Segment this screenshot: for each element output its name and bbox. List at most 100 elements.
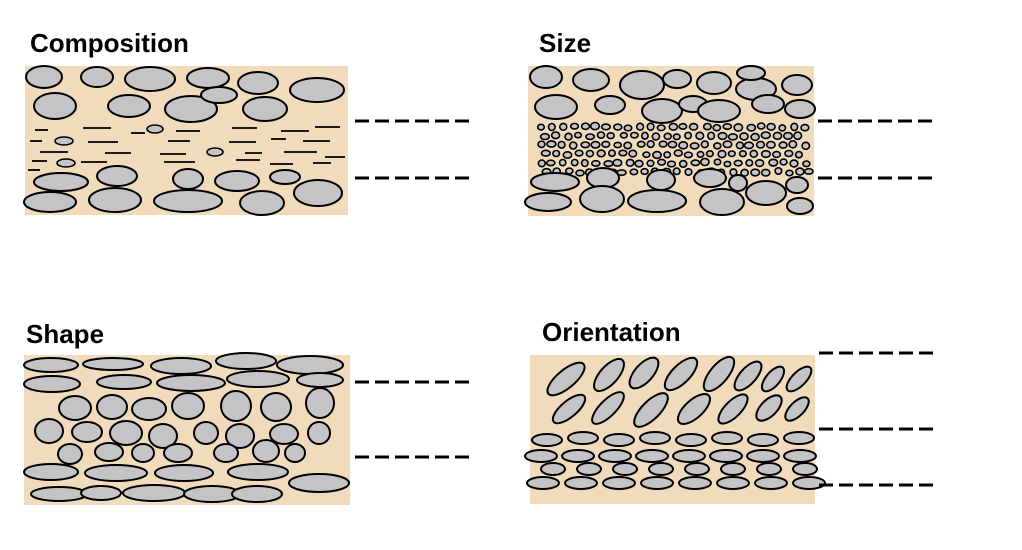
fine-grain xyxy=(590,159,601,167)
fine-grain xyxy=(603,160,614,168)
orientation-title: Orientation xyxy=(542,317,681,347)
fine-grain xyxy=(750,132,760,142)
fine-grain xyxy=(666,160,677,168)
flat-clast xyxy=(783,449,817,463)
fine-grain xyxy=(678,141,689,150)
fine-grain xyxy=(623,141,633,150)
fine-grain xyxy=(672,167,681,176)
fine-grain xyxy=(678,122,688,130)
flat-clast xyxy=(561,449,595,463)
flat-clast xyxy=(567,431,599,445)
fine-grain xyxy=(625,158,635,168)
flat-clast xyxy=(635,449,669,463)
fine-grain xyxy=(713,158,722,166)
fine-grain xyxy=(745,158,754,167)
fine-grain xyxy=(779,158,788,166)
fine-grain xyxy=(782,131,794,140)
fine-grain xyxy=(760,168,771,177)
orientation-flat-clasts xyxy=(524,431,826,490)
fine-grain xyxy=(658,140,668,148)
fine-grain xyxy=(684,131,693,140)
fine-grain xyxy=(684,168,693,177)
flat-clast xyxy=(754,476,788,490)
fine-grain xyxy=(713,142,722,150)
fine-grain xyxy=(569,122,580,130)
fine-grain xyxy=(774,167,783,176)
fine-grain xyxy=(790,122,799,132)
flat-clast xyxy=(531,433,563,447)
flat-clast xyxy=(639,431,671,445)
fine-grain xyxy=(749,149,759,159)
shape-lower-flat-clasts xyxy=(23,463,350,503)
fine-grain xyxy=(717,149,727,159)
flat-clast xyxy=(640,476,674,490)
fine-grain xyxy=(652,150,663,160)
fine-grain xyxy=(702,122,712,131)
flat-clast xyxy=(648,462,674,476)
shape-title: Shape xyxy=(26,319,105,349)
fine-grain xyxy=(772,131,783,141)
fine-grain xyxy=(640,167,649,176)
fine-grain xyxy=(580,141,591,149)
fine-grain xyxy=(740,168,749,177)
flat-clast xyxy=(792,476,826,490)
flat-clast xyxy=(576,462,602,476)
fine-grain xyxy=(801,141,811,151)
fine-grain xyxy=(580,122,591,131)
fine-grain xyxy=(629,168,639,176)
fine-grain xyxy=(540,149,551,157)
fine-grain xyxy=(667,140,678,149)
fine-grain xyxy=(794,150,804,159)
composition-mud-layer xyxy=(28,124,345,171)
fine-grain xyxy=(668,122,679,131)
fine-grain xyxy=(705,150,714,158)
shape-upper-flat-clasts xyxy=(23,352,344,393)
size-upper-clasts xyxy=(529,65,816,124)
fine-grain xyxy=(760,149,771,159)
fine-grain xyxy=(562,151,573,160)
fine-grain xyxy=(746,123,757,132)
fine-grain xyxy=(700,140,710,149)
composition-title: Composition xyxy=(30,28,189,58)
fine-grain xyxy=(673,149,684,157)
flat-clast xyxy=(603,433,635,447)
fine-grain xyxy=(743,141,755,150)
fine-grain xyxy=(707,131,716,141)
flat-clast xyxy=(598,449,632,463)
fine-grain xyxy=(634,159,644,168)
flat-clast xyxy=(564,476,598,490)
composition-lower-clasts xyxy=(23,165,343,216)
fine-grain xyxy=(539,132,551,141)
flat-clast xyxy=(675,433,707,447)
size-panel xyxy=(524,65,936,216)
fine-grain xyxy=(689,142,700,150)
fine-grain xyxy=(784,149,794,158)
fine-grain xyxy=(699,157,710,167)
fine-grain xyxy=(723,160,732,168)
fine-grain xyxy=(608,149,617,158)
fine-grain xyxy=(651,132,661,141)
fine-grain xyxy=(547,122,556,132)
orientation-imbricated-clasts xyxy=(546,355,813,428)
flat-clast xyxy=(602,476,636,490)
fine-grain xyxy=(727,150,736,158)
fine-grain xyxy=(765,140,776,149)
fine-grain xyxy=(552,149,561,158)
fine-grain xyxy=(760,131,772,140)
fine-grain xyxy=(558,158,567,167)
flat-clast xyxy=(678,476,712,490)
orientation-panel xyxy=(524,351,936,504)
fine-grain xyxy=(663,151,672,159)
flat-clast xyxy=(720,462,746,476)
fine-grain xyxy=(640,131,649,141)
fine-grain xyxy=(545,159,556,167)
fine-grain xyxy=(788,140,798,149)
fine-grain xyxy=(722,140,733,149)
flat-clast xyxy=(540,462,566,476)
flat-clast xyxy=(672,449,706,463)
fine-grain xyxy=(596,131,606,139)
flat-clast xyxy=(526,476,560,490)
fine-grain xyxy=(585,133,596,141)
fine-grain xyxy=(564,167,574,175)
fine-grain xyxy=(739,132,749,141)
